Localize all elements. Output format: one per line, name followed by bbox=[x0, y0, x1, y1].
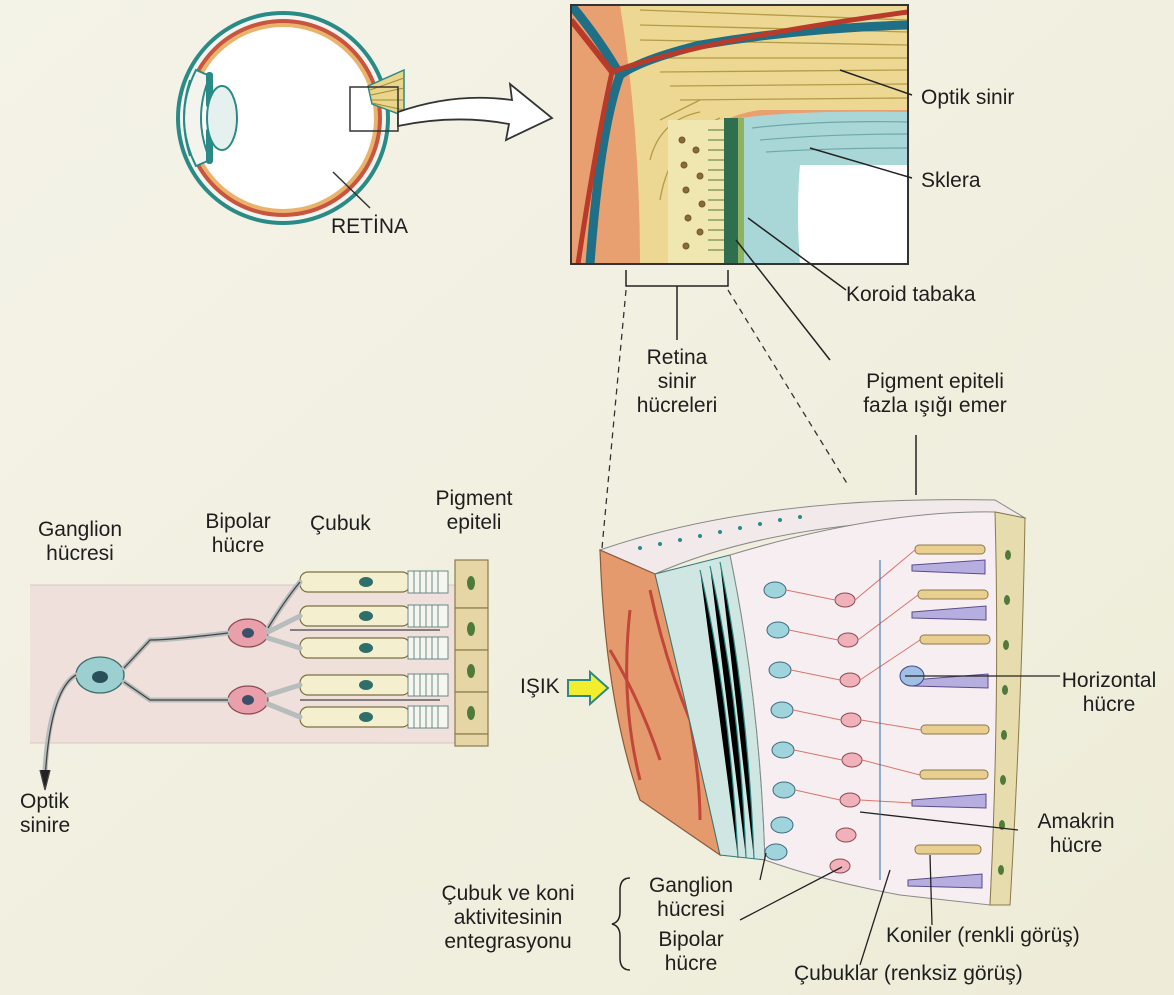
label-amacrine-cell: Amakrin hücre bbox=[1016, 810, 1136, 858]
retina-inset bbox=[571, 5, 908, 264]
label-retina: RETİNA bbox=[331, 215, 408, 239]
label-ganglion-cell-right: Ganglion hücresi bbox=[636, 874, 746, 922]
label-line: Çubuk ve koni bbox=[408, 882, 608, 906]
label-cones: Koniler (renkli görüş) bbox=[886, 924, 1080, 948]
label-horizontal-cell: Horizontal hücre bbox=[1046, 669, 1172, 717]
label-line: Amakrin bbox=[1016, 810, 1136, 834]
label-line: Pigment bbox=[418, 487, 530, 511]
label-line: hücresi bbox=[636, 898, 746, 922]
label-line: hücre bbox=[188, 534, 288, 558]
label-line: sinir bbox=[622, 370, 732, 394]
label-choroid: Koroid tabaka bbox=[846, 283, 976, 307]
label-line: hücreleri bbox=[622, 394, 732, 418]
label-pigment-epithelium-top: Pigment epiteli fazla ışığı emer bbox=[840, 370, 1030, 418]
label-bipolar-cell-left: Bipolar hücre bbox=[188, 510, 288, 558]
label-rods: Çubuklar (renksiz görüş) bbox=[794, 962, 1023, 986]
label-integration: Çubuk ve koni aktivitesinin entegrasyonu bbox=[408, 882, 608, 954]
label-line: Bipolar bbox=[188, 510, 288, 534]
label-line: epiteli bbox=[418, 511, 530, 535]
label-line: Ganglion bbox=[28, 518, 132, 542]
label-line: entegrasyonu bbox=[408, 930, 608, 954]
label-line: Retina bbox=[622, 346, 732, 370]
label-line: hücre bbox=[1046, 693, 1172, 717]
label-line: hücresi bbox=[28, 542, 132, 566]
label-line: hücre bbox=[1016, 834, 1136, 858]
label-optic-nerve: Optik sinir bbox=[921, 86, 1014, 110]
label-line: Bipolar bbox=[636, 928, 746, 952]
label-line: aktivitesinin bbox=[408, 906, 608, 930]
label-pigment-epithelium-left: Pigment epiteli bbox=[418, 487, 530, 535]
label-line: fazla ışığı emer bbox=[840, 394, 1030, 418]
label-sclera: Sklera bbox=[921, 169, 981, 193]
label-line: Ganglion bbox=[636, 874, 746, 898]
label-line: sinire bbox=[20, 814, 70, 838]
label-ganglion-cell-left: Ganglion hücresi bbox=[28, 518, 132, 566]
label-optic-nerve-out: Optik sinire bbox=[20, 790, 70, 838]
label-line: Optik bbox=[20, 790, 70, 814]
label-line: Pigment epiteli bbox=[840, 370, 1030, 394]
label-light: IŞIK bbox=[520, 675, 560, 699]
label-line: hücre bbox=[636, 952, 746, 976]
label-rod-left: Çubuk bbox=[310, 512, 371, 536]
label-line: Horizontal bbox=[1046, 669, 1172, 693]
label-bipolar-cell-right: Bipolar hücre bbox=[636, 928, 746, 976]
label-retina-nerve-cells: Retina sinir hücreleri bbox=[622, 346, 732, 418]
